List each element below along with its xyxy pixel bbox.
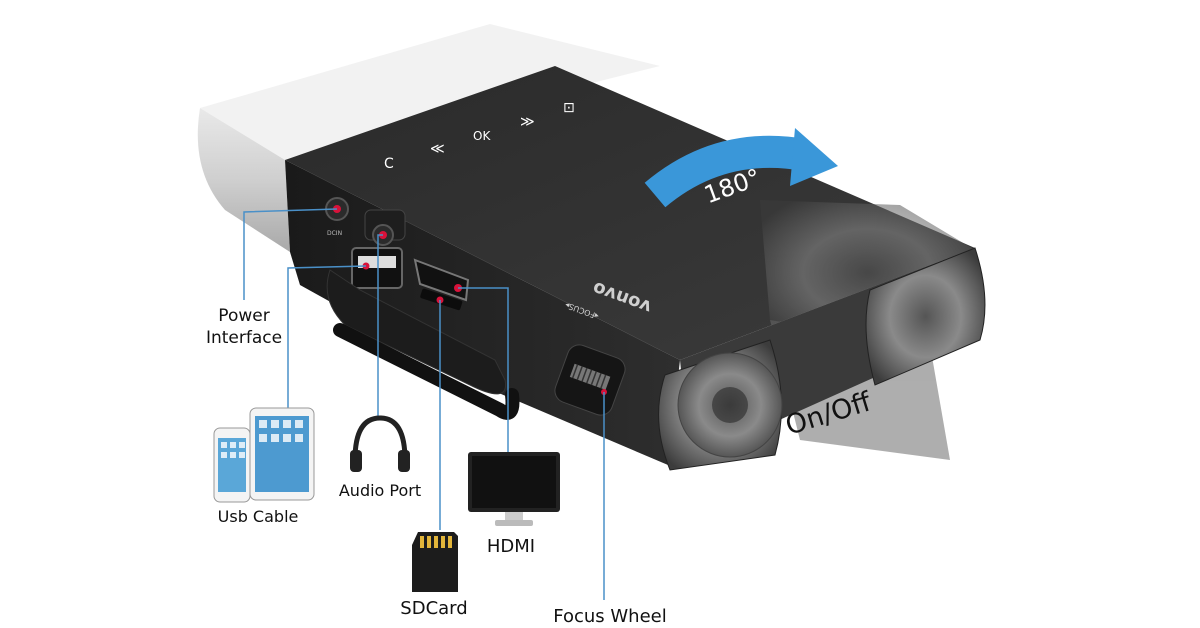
power-callout-line <box>243 208 338 300</box>
usb-callout-line <box>287 265 367 410</box>
dcin-label: DCIN <box>327 230 342 237</box>
focus-wheel[interactable] <box>569 363 611 390</box>
audio-port-label: Audio Port <box>338 481 422 500</box>
usb-cable-label: Usb Cable <box>217 507 299 526</box>
callout-lines <box>243 208 605 600</box>
hdmi-callout-line <box>458 287 509 452</box>
audio-callout-line <box>377 234 383 418</box>
silver-back-top <box>200 24 660 160</box>
usb-devices-icon <box>213 407 315 503</box>
button-back[interactable]: C <box>384 156 394 172</box>
monitor-icon <box>468 452 560 526</box>
silver-back-side <box>197 108 290 252</box>
rotation-arrowhead <box>790 128 838 186</box>
power-label-line1: Power <box>218 306 270 326</box>
power-interface-label: Power Interface <box>196 305 292 349</box>
port-cover-flap <box>326 269 507 395</box>
port-cover-tab <box>333 323 520 420</box>
button-rewind[interactable]: ≪ <box>430 141 445 157</box>
button-ok[interactable]: OK <box>473 129 491 143</box>
hdmi-label: HDMI <box>486 536 536 557</box>
focus-wheel-label: Focus Wheel <box>553 606 667 627</box>
power-label-line2: Interface <box>205 328 283 348</box>
lens-block <box>658 247 986 471</box>
lens-side-face <box>865 247 986 386</box>
button-menu[interactable]: ⊡ <box>563 100 575 116</box>
headphones-icon <box>350 415 410 472</box>
sdcard-label: SDCard <box>400 598 468 619</box>
top-button-row: C ≪ OK ≫ ⊡ <box>384 100 575 172</box>
button-forward[interactable]: ≫ <box>520 114 535 130</box>
rotation-arrow <box>644 135 808 208</box>
sdcard-icon <box>412 532 458 592</box>
